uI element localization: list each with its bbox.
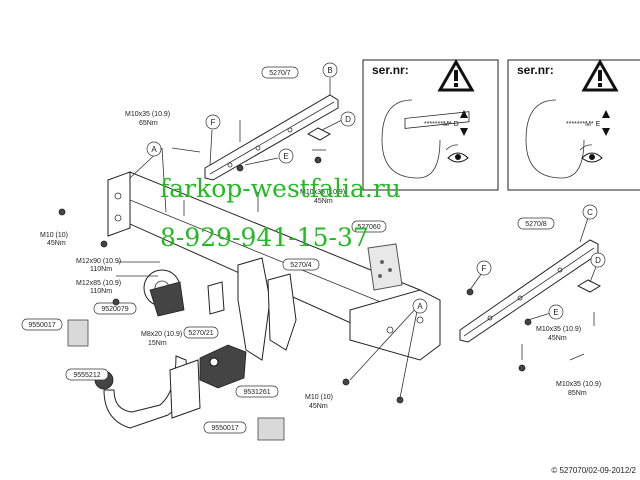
part-label-5270-8: 5270/8 bbox=[525, 221, 547, 228]
serial-title-right: ser.nr: bbox=[517, 63, 554, 77]
callout-f-top: F bbox=[205, 114, 221, 130]
spec-m10-left-1: M10 (10) bbox=[40, 232, 68, 239]
svg-text:D: D bbox=[595, 256, 601, 265]
spec-m10x35-right-low-2: 85Nm bbox=[568, 390, 587, 397]
spec-m8x20-1: M8x20 (10.9) bbox=[141, 331, 182, 338]
serial-title-left: ser.nr: bbox=[372, 63, 409, 77]
serial-plate-left: *******M* D bbox=[424, 121, 459, 128]
serial-box-right: ser.nr: *******M* E bbox=[507, 58, 640, 191]
washer-d-right bbox=[576, 279, 602, 293]
callout-f-right: F bbox=[476, 260, 492, 276]
part-label-9550017-left: 9550017 bbox=[28, 322, 55, 329]
spec-m10x35-mid-1: M10x35 (10.9) bbox=[300, 189, 345, 196]
part-label-5270-21: 5270/21 bbox=[188, 330, 213, 337]
svg-text:A: A bbox=[417, 302, 423, 311]
cap-9550017-left bbox=[67, 319, 89, 347]
callout-a-left: A bbox=[146, 141, 162, 157]
spec-m12x85-1: M12x85 (10.9) bbox=[76, 280, 121, 287]
bracket-9520079 bbox=[143, 269, 185, 317]
washer-d bbox=[306, 127, 332, 141]
callout-d-right: D bbox=[590, 252, 606, 268]
warning-icon bbox=[437, 58, 475, 92]
svg-text:A: A bbox=[151, 145, 157, 154]
svg-text:E: E bbox=[283, 152, 288, 161]
svg-text:D: D bbox=[345, 115, 351, 124]
eye-icon bbox=[579, 144, 603, 163]
part-label-9550017-right: 9550017 bbox=[211, 425, 238, 432]
spec-m8x20-2: 15Nm bbox=[148, 340, 167, 347]
bolts bbox=[58, 120, 595, 404]
cap-9550017-right bbox=[257, 417, 285, 441]
part-label-5270-4: 5270/4 bbox=[290, 262, 312, 269]
towball-9555212 bbox=[94, 355, 201, 429]
part-label-9555212: 9555212 bbox=[73, 372, 100, 379]
part-label-5270-7: 5270/7 bbox=[269, 70, 291, 77]
spec-m10x35-right-1: M10x35 (10.9) bbox=[536, 326, 581, 333]
spec-m12x90-1: M12x90 (10.9) bbox=[76, 258, 121, 265]
svg-text:E: E bbox=[553, 308, 558, 317]
watermark-phone: 8-929-941-15-37 bbox=[160, 223, 369, 252]
svg-text:B: B bbox=[327, 66, 332, 75]
spec-m10x35-right-2: 45Nm bbox=[548, 335, 567, 342]
callout-b: B bbox=[322, 62, 338, 78]
spec-m10-bottom-2: 45Nm bbox=[309, 403, 328, 410]
callout-a-right: A bbox=[412, 298, 428, 314]
crossbar-5270-4 bbox=[107, 171, 441, 361]
svg-text:F: F bbox=[211, 118, 216, 127]
spec-m10x35-mid-2: 45Nm bbox=[314, 198, 333, 205]
leader-lines bbox=[129, 78, 599, 399]
footer-code: © 527070/02-09-2012/2 bbox=[551, 466, 636, 475]
part-label-527060: 527060 bbox=[357, 224, 380, 231]
spec-m10x35-top-2: 65Nm bbox=[139, 120, 158, 127]
spec-m12x85-2: 110Nm bbox=[90, 288, 112, 295]
warning-icon bbox=[581, 58, 619, 92]
spec-m10-bottom-1: M10 (10) bbox=[305, 394, 333, 401]
spec-m10-left-2: 45Nm bbox=[47, 240, 66, 247]
serial-plate-right: *******M* E bbox=[566, 121, 601, 128]
callout-c: C bbox=[582, 204, 598, 220]
spec-m10x35-top-1: M10x35 (10.9) bbox=[125, 111, 170, 118]
socket-9531261 bbox=[199, 344, 247, 389]
callout-e-right: E bbox=[548, 304, 564, 320]
part-label-box bbox=[261, 66, 299, 79]
spec-m10x35-right-low-1: M10x35 (10.9) bbox=[556, 381, 601, 388]
hardware-bag-527060 bbox=[367, 243, 403, 291]
serial-box-left: ser.nr: *******M* D bbox=[362, 58, 499, 191]
eye-icon bbox=[445, 144, 469, 163]
svg-text:C: C bbox=[587, 208, 593, 217]
svg-text:F: F bbox=[482, 264, 487, 273]
part-label-9520079: 9520079 bbox=[101, 306, 128, 313]
plate-5270-21 bbox=[207, 281, 225, 315]
callout-d-top: D bbox=[340, 111, 356, 127]
callout-e-top: E bbox=[278, 148, 294, 164]
part-label-9531261: 9531261 bbox=[243, 389, 270, 396]
watermark-site: farkop-westfalia.ru bbox=[160, 174, 401, 203]
spec-m12x90-2: 110Nm bbox=[90, 266, 112, 273]
